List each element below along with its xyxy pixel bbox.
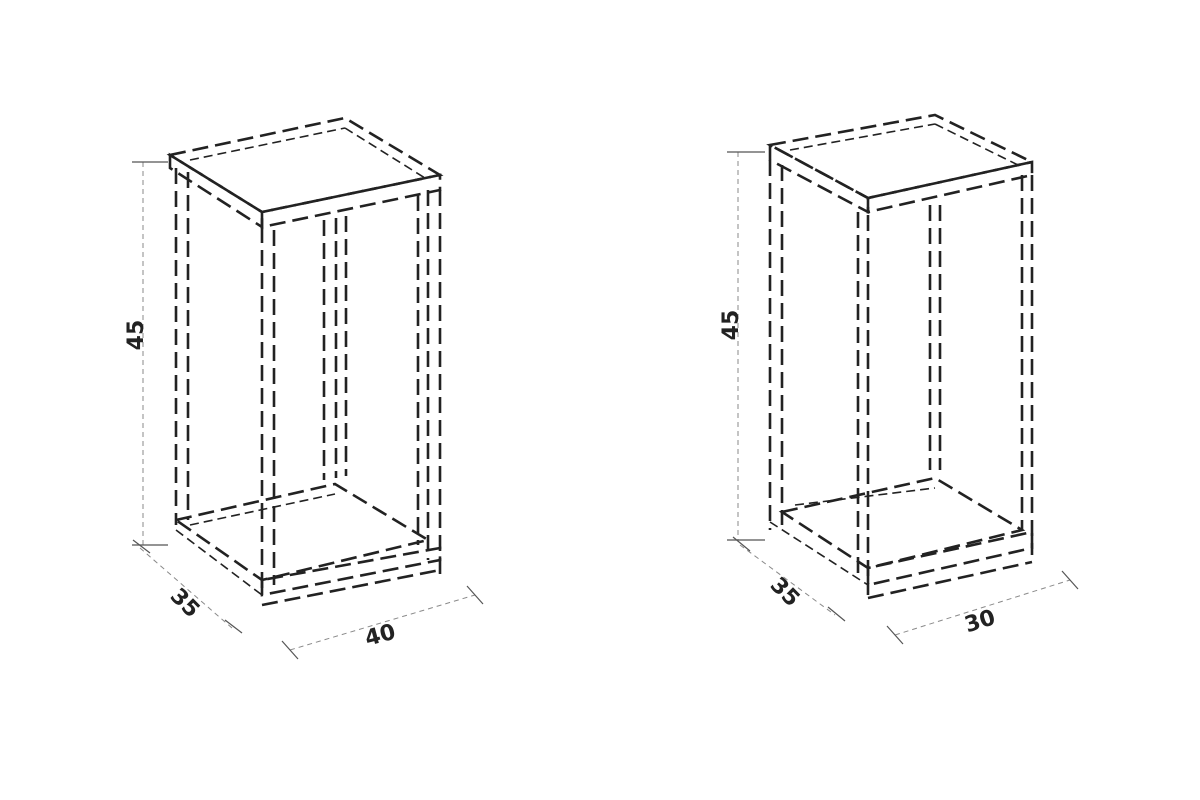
width-tick-b [1061, 570, 1079, 590]
top-tray-right [766, 113, 1036, 215]
top-tray-left [166, 116, 444, 230]
height-label: 45 [124, 320, 149, 351]
bottom-shelf-inner-edge [189, 493, 336, 526]
base-rail [867, 560, 1033, 600]
top-tray-side-face [260, 173, 442, 229]
width-dimension-line [894, 579, 1071, 636]
width-tick-a [886, 625, 904, 645]
depth-tick-a [732, 536, 751, 552]
depth-tick-b [224, 619, 243, 634]
dimensions-right: 45 35 30 [719, 151, 1079, 645]
top-tray-front-face [768, 142, 870, 215]
bottom-shelf-front-edge [175, 529, 263, 596]
top-tray-side-face [866, 160, 1034, 214]
depth-label: 35 [765, 573, 804, 612]
top-tray-top-face [766, 113, 1036, 200]
top-tray-top-face [166, 116, 444, 214]
bottom-shelf-right [769, 476, 1034, 600]
stand-right: 45 35 30 [719, 113, 1079, 645]
height-label: 45 [719, 310, 744, 341]
bottom-shelf-side-face [866, 530, 1034, 587]
bottom-shelf-top-face [778, 476, 1026, 570]
depth-tick-b [827, 606, 846, 622]
base-rail [261, 568, 441, 607]
bottom-shelf-side-face [260, 546, 442, 597]
depth-tick-a [132, 539, 151, 554]
posts-left [174, 168, 442, 590]
posts-right [768, 160, 1034, 595]
width-label: 40 [362, 620, 398, 652]
width-tick-a [281, 640, 299, 660]
depth-dimension-line [739, 544, 836, 616]
depth-dimension-line [139, 547, 233, 629]
width-tick-b [466, 585, 484, 605]
top-tray-inner-edge [789, 123, 936, 151]
stand-left: 45 35 40 [124, 116, 484, 660]
top-tray-inner-edge [934, 123, 1019, 166]
top-tray-inner-edge [189, 127, 346, 161]
bottom-shelf-top-face [172, 482, 432, 582]
top-tray-inner-edge [344, 127, 426, 179]
bottom-shelf-left [172, 482, 442, 607]
bottom-shelf-inner-edge [794, 487, 936, 506]
depth-label: 35 [165, 584, 204, 623]
width-label: 30 [962, 605, 999, 638]
bottom-shelf-front-edge [769, 521, 869, 586]
top-tray-front-face [168, 152, 264, 230]
